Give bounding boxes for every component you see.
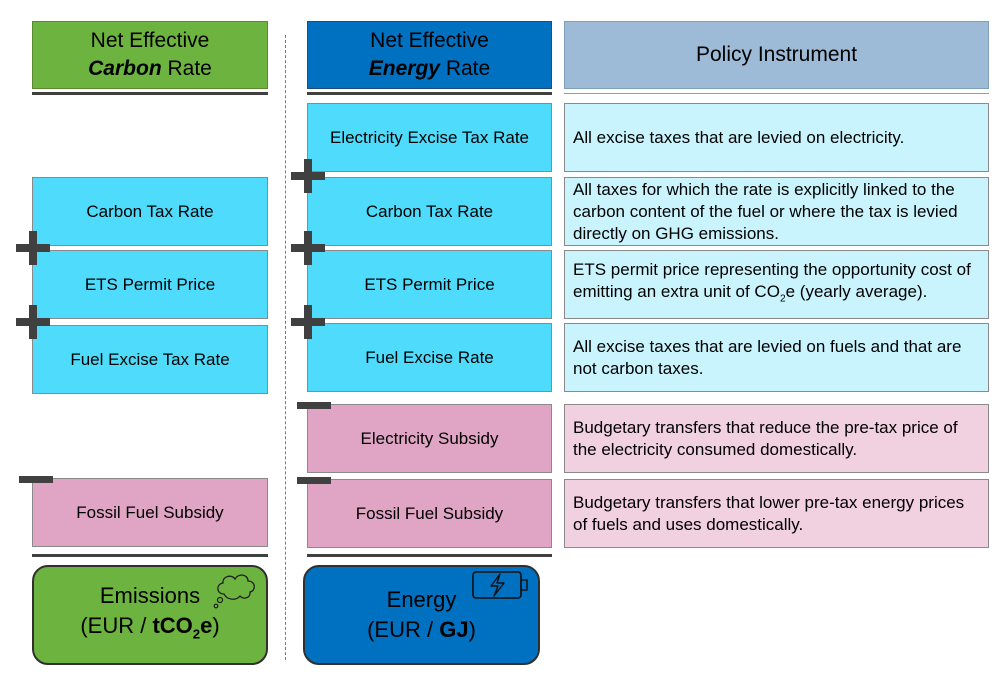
desc-electricity-subsidy: Budgetary transfers that reduce the pre-… (564, 404, 989, 473)
energy-unit: (EUR / GJ) (367, 617, 476, 642)
minus-icon (297, 402, 331, 409)
header-carbon-line1: Net Effective (90, 29, 210, 52)
battery-charging-icon (472, 571, 528, 599)
plus-icon (291, 305, 325, 339)
energy-electricity-subsidy-box: Electricity Subsidy (307, 404, 552, 473)
minus-icon (297, 477, 331, 484)
header-rule-policy (564, 93, 989, 94)
bottom-rule-energy (307, 554, 552, 557)
header-policy-instrument: Policy Instrument (564, 21, 989, 89)
energy-title: Energy (386, 587, 457, 612)
fossil-fuel-subsidy-box: Fossil Fuel Subsidy (32, 478, 268, 547)
bottom-rule-carbon (32, 554, 268, 557)
desc-electricity-excise: All excise taxes that are levied on elec… (564, 103, 989, 172)
column-divider (285, 35, 286, 660)
desc-ets-text: ETS permit price representing the opport… (573, 259, 971, 305)
energy-carbon-tax-box: Carbon Tax Rate (307, 177, 552, 246)
energy-box: Energy (EUR / GJ) (303, 565, 540, 665)
minus-icon (19, 476, 53, 483)
header-carbon-rate: Net Effective Carbon Rate (32, 21, 268, 89)
ets-permit-price-box: ETS Permit Price (32, 250, 268, 319)
desc-ets-permit: ETS permit price representing the opport… (564, 250, 989, 319)
header-rule-carbon (32, 92, 268, 95)
desc-fossil-subsidy: Budgetary transfers that lower pre-tax e… (564, 479, 989, 548)
plus-icon (291, 231, 325, 265)
energy-fuel-excise-box: Fuel Excise Rate (307, 323, 552, 392)
energy-ets-box: ETS Permit Price (307, 250, 552, 319)
header-carbon-line2: Carbon Rate (88, 57, 212, 80)
thought-cloud-icon (213, 574, 255, 609)
carbon-tax-rate-box: Carbon Tax Rate (32, 177, 268, 246)
header-rule-energy (307, 92, 552, 95)
emissions-title: Emissions (99, 582, 201, 608)
plus-icon (16, 231, 50, 265)
plus-icon (16, 305, 50, 339)
emissions-unit: (EUR / tCO2e) (80, 612, 220, 642)
desc-fuel-excise: All excise taxes that are levied on fuel… (564, 323, 989, 392)
fuel-excise-tax-rate-box: Fuel Excise Tax Rate (32, 325, 268, 394)
emissions-box: Emissions (EUR / tCO2e) (32, 565, 268, 665)
header-energy-line2: Energy Rate (368, 57, 491, 80)
header-energy-rate: Net Effective Energy Rate (307, 21, 552, 89)
energy-fossil-subsidy-box: Fossil Fuel Subsidy (307, 479, 552, 548)
plus-icon (291, 159, 325, 193)
energy-electricity-excise-box: Electricity Excise Tax Rate (307, 103, 552, 172)
header-energy-line1: Net Effective (370, 29, 489, 52)
desc-carbon-tax: All taxes for which the rate is explicit… (564, 177, 989, 246)
